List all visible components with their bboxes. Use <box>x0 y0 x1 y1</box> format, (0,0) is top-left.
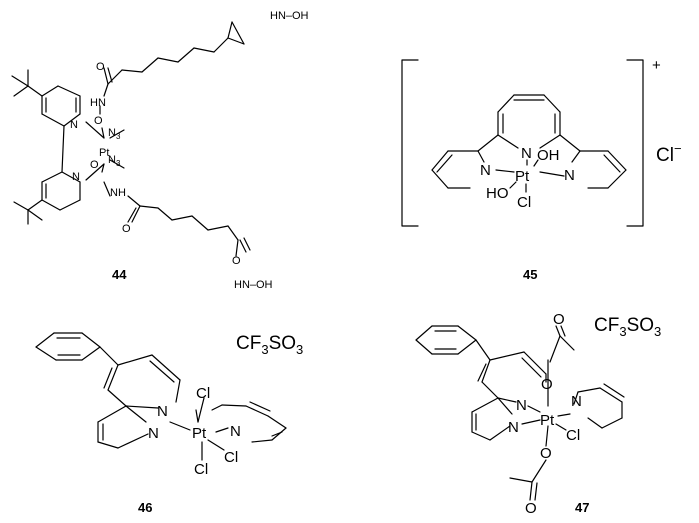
compound-number: 44 <box>112 267 127 282</box>
atom-label: O <box>122 223 131 235</box>
atom-label: OH <box>537 147 560 164</box>
atom-label: NH <box>110 187 126 199</box>
compound-47-bonds <box>415 325 625 501</box>
atom-label: Pt <box>192 425 207 442</box>
atom-label: O <box>94 115 103 127</box>
atom-label: N3 <box>108 127 121 141</box>
atom-label: N <box>72 171 80 183</box>
atom-label: O <box>96 61 105 73</box>
compound-45: N N N Pt OH HO Cl + Cl− 45 <box>401 57 682 282</box>
compound-46: N N N Pt Cl Cl Cl CF3SO3 46 <box>35 332 303 515</box>
atom-label: Pt <box>515 168 530 185</box>
atom-label: Cl <box>517 194 531 211</box>
atom-label: N <box>230 423 241 440</box>
atom-label: HN <box>90 97 106 109</box>
atom-label: O <box>525 500 537 517</box>
atom-label: N <box>70 119 78 131</box>
atom-label: N3 <box>108 154 121 168</box>
compound-45-bonds <box>431 94 627 193</box>
atom-label: HO <box>486 185 509 202</box>
atom-label: Cl <box>196 385 210 402</box>
atom-label: N <box>516 397 527 414</box>
counterion: CF3SO3 <box>594 315 661 339</box>
compound-47: O O N N N Pt Cl O O CF3SO3 47 <box>415 311 661 517</box>
compound-47-atom-labels: O O N N N Pt Cl O O <box>508 311 582 517</box>
atom-label: Pt <box>540 412 555 429</box>
atom-label: N <box>571 393 582 410</box>
atom-label: N <box>521 145 532 162</box>
atom-label: O <box>553 311 565 328</box>
atom-label: O <box>541 376 553 393</box>
atom-label: Cl <box>224 449 238 466</box>
atom-label: Cl <box>566 427 580 444</box>
atom-label: Cl <box>194 461 208 478</box>
atom-label: HN–OH <box>234 279 273 291</box>
atom-label: O <box>540 445 552 462</box>
atom-label: N <box>564 167 575 184</box>
atom-label: N <box>480 162 491 179</box>
compound-45-brackets <box>401 59 644 227</box>
compound-number: 46 <box>138 500 152 515</box>
atom-label: O <box>232 255 241 267</box>
atom-label: N <box>508 419 519 436</box>
compound-44-atom-labels: HN–OH O HN N O N3 Pt N3 O N NH O O HN–OH <box>70 10 309 291</box>
counterion: CF3SO3 <box>236 333 303 357</box>
atom-label: O <box>90 159 99 171</box>
atom-label: Pt <box>99 147 109 159</box>
compound-number: 47 <box>575 500 589 515</box>
compound-45-atom-labels: N N N Pt OH HO Cl <box>480 145 575 211</box>
compound-number: 45 <box>523 267 537 282</box>
compound-46-atom-labels: N N N Pt Cl Cl Cl <box>148 385 241 478</box>
compound-46-bonds <box>35 332 287 461</box>
atom-label: HN–OH <box>270 10 309 22</box>
complex-charge: + <box>652 57 661 74</box>
compound-44-bonds <box>11 21 251 257</box>
compound-44: HN–OH O HN N O N3 Pt N3 O N NH O O HN–OH… <box>11 10 309 291</box>
counterion: Cl− <box>656 141 682 166</box>
atom-label: N <box>157 403 168 420</box>
atom-label: N <box>148 425 159 442</box>
